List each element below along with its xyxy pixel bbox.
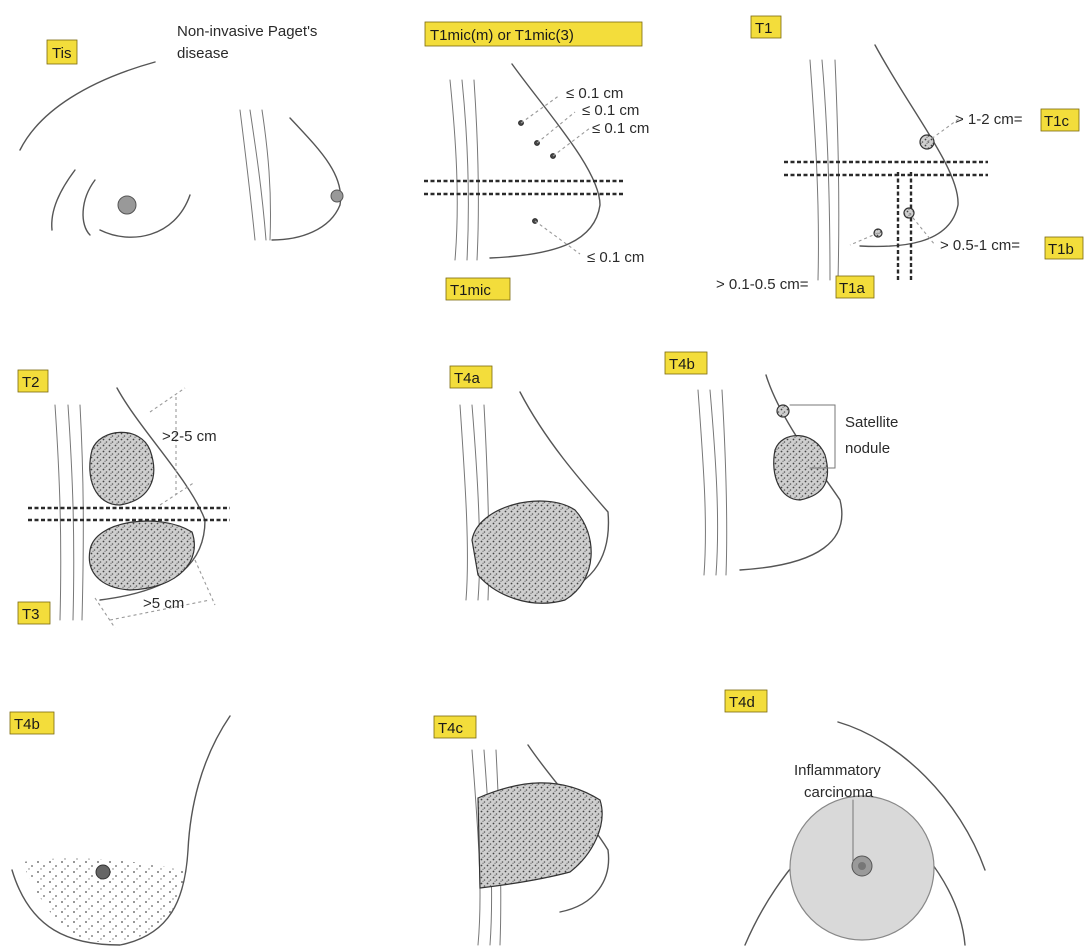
stage-tag-t3: T3 xyxy=(18,602,50,624)
paget-label-line1: Non-invasive Paget's xyxy=(177,23,317,40)
stage-tag-t4b: T4b xyxy=(665,352,707,374)
panel-t4b-satellite: T4b Satellite nodule xyxy=(665,352,898,575)
measure-label: ≤ 0.1 cm xyxy=(566,85,623,102)
stage-tag-t1b: T1b xyxy=(1045,237,1083,259)
measure-label: ≤ 0.1 cm xyxy=(587,249,644,266)
measure-label: ≤ 0.1 cm xyxy=(582,102,639,119)
stage-tag-text: T3 xyxy=(22,606,40,623)
panel-t1: T1 > 1-2 cm= T1c > 0.5-1 cm= T1b > 0.1-0… xyxy=(716,16,1083,298)
panel-t1mic: T1mic(m) or T1mic(3) ≤ 0.1 cm ≤ 0.1 cm ≤… xyxy=(424,22,649,300)
stage-tag-text: T1b xyxy=(1048,241,1074,258)
stage-tag-t4a: T4a xyxy=(450,366,492,388)
stage-tag-text: T1mic xyxy=(450,282,491,299)
paget-label-line2: disease xyxy=(177,45,229,62)
t2-size-label: >2-5 cm xyxy=(162,428,217,445)
stage-tag-tis: Tis xyxy=(47,40,77,64)
panel-t4d: T4d Inflammatory carcinoma xyxy=(725,690,985,945)
stage-tag-t1c: T1c xyxy=(1041,109,1079,131)
stage-tag-text: T1a xyxy=(839,280,866,297)
panel-t2-t3: T2 >2-5 cm >5 cm T3 xyxy=(18,370,230,628)
stage-tag-t4d: T4d xyxy=(725,690,767,712)
stage-tag-t1a: T1a xyxy=(836,276,874,298)
stage-tag-t4c: T4c xyxy=(434,716,476,738)
stage-tag-t2: T2 xyxy=(18,370,48,392)
inflammatory-label-line2: carcinoma xyxy=(804,784,874,801)
inflammatory-label-line1: Inflammatory xyxy=(794,762,881,779)
stage-tag-text: T1mic(m) or T1mic(3) xyxy=(430,27,574,44)
stage-tag-text: T1c xyxy=(1044,113,1070,130)
stage-tag-text: T1 xyxy=(755,20,773,37)
satellite-label-line2: nodule xyxy=(845,440,890,457)
stage-tag-t4b-bottom: T4b xyxy=(10,712,54,734)
stage-tag-text: T4c xyxy=(438,720,464,737)
panel-t4b-skin: T4b xyxy=(10,712,230,945)
stage-tag-t1: T1 xyxy=(751,16,781,38)
t1b-range-label: > 0.5-1 cm= xyxy=(940,237,1020,254)
t1a-range-label: > 0.1-0.5 cm= xyxy=(716,276,809,293)
satellite-label-line1: Satellite xyxy=(845,414,898,431)
lateral-breast-illustration xyxy=(240,110,343,240)
panel-tis: Tis Non-invasive Paget's disease xyxy=(20,23,343,240)
stage-tag-text: T4b xyxy=(14,716,40,733)
panel-t4c: T4c xyxy=(434,716,609,945)
stage-tag-text: Tis xyxy=(52,45,71,62)
stage-tag-text: T4d xyxy=(729,694,755,711)
frontal-breast-illustration xyxy=(20,62,190,237)
stage-tag-text: T4a xyxy=(454,370,481,387)
panel-t4a: T4a xyxy=(450,366,608,603)
t1c-range-label: > 1-2 cm= xyxy=(955,111,1023,128)
stage-tag-t1mic-bottom: T1mic xyxy=(446,278,510,300)
stage-tag-text: T4b xyxy=(669,356,695,373)
stage-tag-text: T2 xyxy=(22,374,40,391)
stage-tag-t1mic: T1mic(m) or T1mic(3) xyxy=(425,22,642,46)
t3-size-label: >5 cm xyxy=(143,595,184,612)
measure-label: ≤ 0.1 cm xyxy=(592,120,649,137)
